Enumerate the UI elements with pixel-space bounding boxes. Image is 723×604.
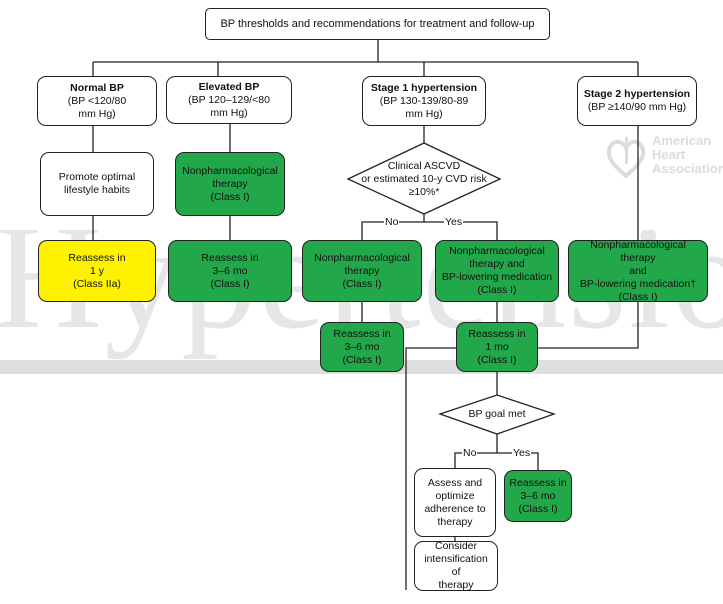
stage1-yes-action-line-1: Nonpharmacological [449, 245, 545, 257]
title-box: BP thresholds and recommendations for tr… [205, 8, 550, 40]
stage2-title: Stage 2 hypertension [583, 88, 691, 100]
logo-line-3: Association [652, 161, 723, 176]
normal-bp-title: Normal BP [70, 81, 124, 94]
logo-line-1: American [652, 133, 712, 148]
stage1-no-action-box: Nonpharmacological therapy (Class I) [302, 240, 422, 302]
page-title: BP thresholds and recommendations for tr… [220, 17, 535, 30]
stage1-no-reassess-box: Reassess in 3–6 mo (Class I) [320, 322, 404, 372]
stage1-detail-1: (BP 130-139/80-89 [379, 94, 469, 107]
stage1-yes-reassess-line-2: 1 mo [485, 340, 509, 353]
risk-decision-line-2: or estimated 10-y CVD risk [361, 172, 487, 185]
goal-reassess-line-2: 3–6 mo [520, 489, 556, 502]
stage1-no-reassess-line-2: 3–6 mo [344, 340, 380, 353]
stage1-no-reassess-line-1: Reassess in [333, 327, 391, 340]
goal-decision-diamond [437, 394, 557, 435]
goal-no-label: No [462, 447, 478, 459]
stage2-action-line-1: Nonpharmacological therapy [590, 238, 686, 264]
elevated-reassess-line-3: (Class I) [210, 277, 250, 290]
stage1-yes-action-line-4: (Class I) [477, 284, 517, 296]
stage1-no-reassess-line-3: (Class I) [342, 353, 382, 366]
risk-yes-label: Yes [444, 216, 464, 228]
risk-decision-diamond [346, 142, 502, 215]
elevated-reassess-line-1: Reassess in [201, 251, 259, 264]
stage1-yes-action-line-2: therapy and [469, 258, 525, 270]
adherence-line-4: therapy [437, 515, 473, 528]
stage1-yes-reassess-line-1: Reassess in [468, 327, 526, 340]
elevated-reassess-box: Reassess in 3–6 mo (Class I) [168, 240, 292, 302]
stage2-box: Stage 2 hypertension (BP ≥140/90 mm Hg) [577, 76, 697, 126]
stage1-no-action-line-1: Nonpharmacological [314, 251, 410, 264]
elevated-reassess-line-2: 3–6 mo [212, 264, 248, 277]
stage1-yes-action-box: Nonpharmacological therapy and BP-loweri… [435, 240, 559, 302]
normal-action-box: Promote optimal lifestyle habits [40, 152, 154, 216]
elevated-bp-detail-2: mm Hg) [210, 106, 248, 119]
adherence-box: Assess and optimize adherence to therapy [414, 468, 496, 537]
normal-reassess-line-2: 1 y [89, 264, 104, 277]
logo-line-2: Heart [652, 147, 686, 162]
goal-reassess-box: Reassess in 3–6 mo (Class I) [504, 470, 572, 522]
elevated-action-line-1: Nonpharmacological [182, 164, 278, 177]
risk-no-label: No [384, 216, 400, 228]
risk-decision: Clinical ASCVD or estimated 10-y CVD ris… [348, 156, 500, 202]
stage1-no-action-line-3: (Class I) [342, 277, 382, 290]
goal-decision: BP goal met [440, 406, 554, 422]
intensification-box: Consider intensification of therapy [414, 540, 498, 591]
stage2-action-box: Nonpharmacological therapy and BP-loweri… [568, 238, 708, 303]
normal-reassess-line-3: (Class IIa) [73, 277, 121, 290]
stage2-action-line-4: (Class I) [618, 290, 658, 303]
heart-torch-icon [606, 136, 646, 179]
adherence-line-3: adherence to [424, 502, 486, 515]
stage1-yes-reassess-box: Reassess in 1 mo (Class I) [456, 322, 538, 372]
goal-reassess-line-3: (Class I) [518, 502, 558, 515]
intensification-line-2: intensification of [424, 553, 488, 578]
normal-bp-detail-1: (BP <120/80 [67, 94, 127, 107]
adherence-line-2: optimize [435, 489, 475, 502]
elevated-action-line-2: therapy [212, 177, 248, 190]
normal-action-line-2: lifestyle habits [64, 184, 130, 196]
stage1-yes-reassess-line-3: (Class I) [477, 353, 517, 366]
normal-reassess-line-1: Reassess in [68, 251, 126, 264]
risk-decision-line-1: Clinical ASCVD [387, 159, 461, 172]
stage1-box: Stage 1 hypertension (BP 130-139/80-89 m… [362, 76, 486, 126]
stage1-detail-2: mm Hg) [405, 107, 443, 120]
elevated-action-box: Nonpharmacological therapy (Class I) [175, 152, 285, 216]
adherence-line-1: Assess and [427, 476, 483, 489]
normal-reassess-box: Reassess in 1 y (Class IIa) [38, 240, 156, 302]
elevated-bp-detail-1: (BP 120–129/<80 [188, 93, 270, 106]
stage1-yes-action-line-3: BP-lowering medication [441, 271, 553, 283]
normal-action-line-1: Promote optimal [58, 171, 136, 183]
aha-logo: American Heart Association [604, 134, 723, 180]
goal-yes-label: Yes [512, 447, 532, 459]
stage2-action-line-3: BP-lowering medication† [579, 277, 697, 290]
elevated-action-line-3: (Class I) [210, 190, 250, 203]
normal-bp-detail-2: mm Hg) [78, 107, 116, 120]
elevated-bp-box: Elevated BP (BP 120–129/<80 mm Hg) [166, 76, 292, 124]
intensification-line-3: therapy [438, 579, 474, 591]
intensification-line-1: Consider [434, 540, 478, 552]
normal-bp-box: Normal BP (BP <120/80 mm Hg) [37, 76, 157, 126]
stage2-action-line-2: and [629, 264, 647, 277]
stage1-title: Stage 1 hypertension [370, 81, 478, 94]
stage2-detail-1: (BP ≥140/90 mm Hg) [587, 101, 687, 113]
goal-decision-text: BP goal met [468, 407, 526, 420]
elevated-bp-title: Elevated BP [198, 80, 260, 93]
goal-reassess-line-1: Reassess in [509, 476, 567, 489]
risk-decision-line-3: ≥10%* [408, 185, 440, 198]
stage1-no-action-line-2: therapy [344, 264, 380, 277]
logo-text: American Heart Association [652, 134, 723, 176]
